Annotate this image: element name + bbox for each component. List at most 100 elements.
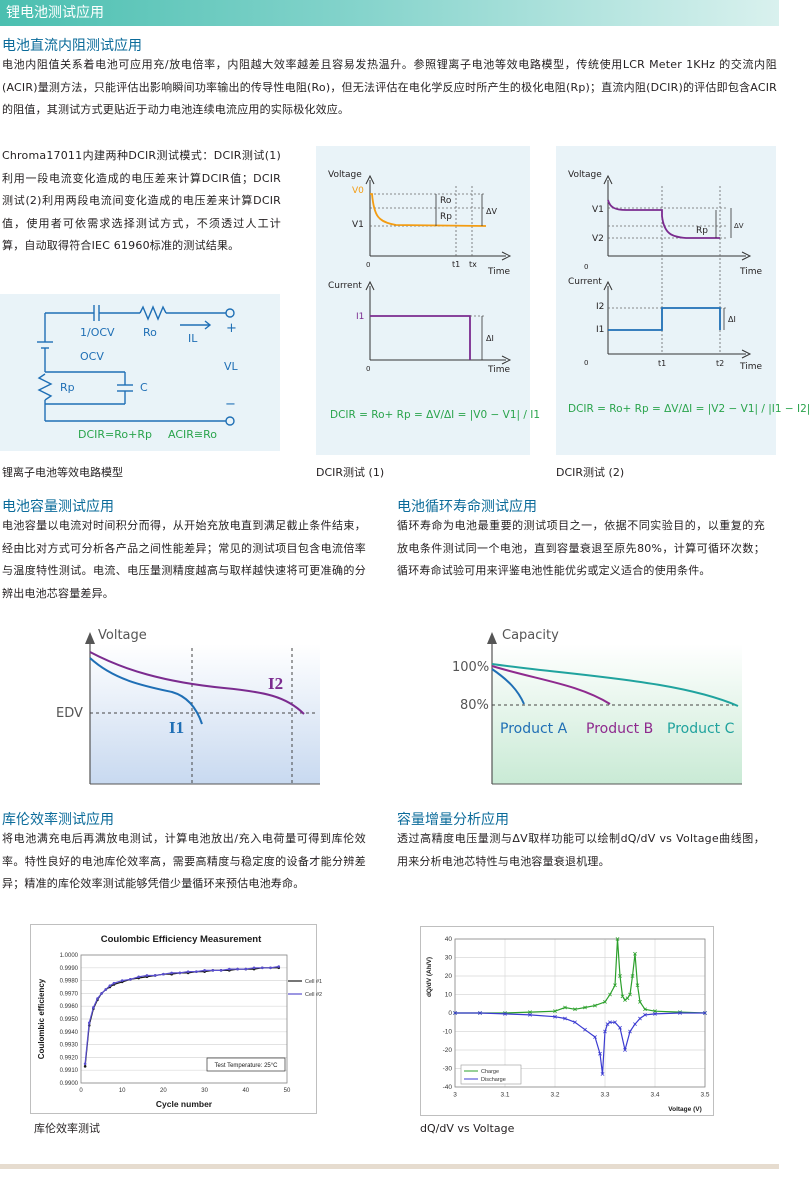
dcir2-v2-label: V2 — [592, 234, 604, 244]
y-tick-label: 0.9900 — [60, 1081, 79, 1087]
dcir1-zero-i: 0 — [366, 365, 371, 373]
data-point — [129, 978, 132, 981]
dcir1-current-label: Current — [328, 281, 362, 291]
data-point — [618, 974, 622, 978]
annotation-box — [206, 1057, 286, 1072]
dcir1-time-label-1: Time — [488, 267, 511, 277]
data-point — [108, 984, 112, 988]
data-point — [593, 1003, 597, 1008]
y-tick-label: 0 — [448, 1010, 452, 1017]
x-tick-label: 10 — [119, 1088, 126, 1094]
y-tick-label: -20 — [443, 1047, 453, 1054]
cycle-ylabel: Capacity — [502, 628, 559, 643]
circuit-svg — [37, 305, 235, 426]
data-point — [503, 1012, 507, 1016]
data-point — [236, 967, 239, 971]
legend-label: Cell #1 — [305, 979, 322, 985]
x-tick-label: 3.4 — [650, 1092, 659, 1099]
y-tick-label: 0.9960 — [60, 1004, 79, 1010]
data-point — [628, 1029, 632, 1034]
capacity-ylabel: Voltage — [98, 628, 147, 643]
data-point — [623, 998, 627, 1002]
data-point — [643, 1012, 647, 1017]
banner-title: 锂电池测试应用 — [6, 5, 104, 21]
capacity-paragraph: 电池容量以电流对时间积分而得，从开始充放电直到满足截止条件结束，经由比对方式可分… — [2, 519, 366, 600]
data-point — [608, 992, 612, 997]
data-point — [83, 1065, 87, 1068]
x-tick-label: 3 — [453, 1092, 457, 1099]
data-point — [630, 974, 635, 978]
y-tick-label: -30 — [443, 1066, 453, 1073]
dcir2-svg — [603, 174, 752, 359]
data-point — [623, 1048, 627, 1052]
data-point — [643, 1007, 647, 1012]
y-tick-label: -10 — [443, 1029, 453, 1036]
data-point — [137, 975, 140, 979]
label-il: IL — [188, 332, 198, 345]
data-point — [178, 971, 182, 975]
data-point — [618, 1025, 622, 1030]
dcir1-tx-label: tx — [469, 260, 477, 269]
y-tick-label: 0.9940 — [60, 1030, 79, 1036]
capacity-chart: Voltage EDV I1 I2 — [54, 624, 324, 785]
data-point — [260, 966, 264, 970]
dcir2-voltage-label: Voltage — [568, 170, 602, 180]
data-point — [638, 1000, 642, 1004]
x-axis-label: Voltage (V) — [668, 1106, 701, 1113]
y-tick-label: 0.9980 — [60, 979, 79, 985]
label-plus: + — [226, 321, 237, 336]
dcir1-diagram: Voltage V0 V1 Ro Rp ΔV 0 t1 tx Time Curr… — [316, 146, 540, 455]
dcir1-voltage-label: Voltage — [328, 170, 362, 180]
dcir2-i1-label: I1 — [596, 325, 605, 335]
chroma-paragraph: Chroma17011内建两种DCIR测试模式：DCIR测试(1)利用一段电流变… — [2, 149, 281, 252]
dcir1-t1-label: t1 — [452, 260, 461, 269]
data-point — [598, 1051, 602, 1056]
data-point — [638, 1016, 642, 1021]
cycle-section-title: 电池循环寿命测试应用 — [397, 499, 537, 515]
y-tick-label: 0.9990 — [60, 966, 79, 972]
dcir2-zero-v: 0 — [584, 263, 589, 271]
x-tick-label: 40 — [242, 1088, 249, 1094]
data-point — [608, 1020, 612, 1025]
data-point — [703, 1011, 707, 1015]
dcir2-current-label: Current — [568, 277, 602, 287]
dcir-section-title: 电池直流内阻测试应用 — [2, 38, 142, 54]
capacity-i2-curve — [89, 651, 305, 715]
dqdv-caption: dQ/dV vs Voltage — [420, 1122, 515, 1135]
data-point — [633, 951, 637, 956]
data-point — [528, 1010, 532, 1014]
dcir1-rp-label: Rp — [440, 212, 452, 222]
y-tick-label: -40 — [443, 1084, 453, 1091]
data-point — [613, 1020, 617, 1025]
dcir1-zero-v: 0 — [366, 261, 371, 269]
capacity-svg — [85, 632, 320, 785]
data-point — [269, 966, 272, 970]
data-point — [573, 1020, 577, 1025]
y-tick-label: 10 — [445, 992, 453, 999]
dcir1-time-label-2: Time — [488, 365, 511, 375]
data-point — [120, 979, 124, 982]
x-tick-label: 30 — [201, 1088, 208, 1094]
dcir2-rp-label: Rp — [696, 226, 708, 236]
data-point — [211, 969, 215, 972]
data-point — [100, 992, 103, 995]
data-point — [478, 1011, 482, 1015]
data-point — [583, 1005, 587, 1010]
x-tick-label: 20 — [160, 1088, 167, 1094]
coulombic-svg: Coulombic Efficiency Measurement0.99000.… — [37, 934, 322, 1109]
dqdv-paragraph: 透过高精度电压量测与ΔV取样功能可以绘制dQ/dV vs Voltage曲线图，… — [397, 832, 765, 868]
cycle-product-a-curve — [491, 668, 525, 705]
coulombic-caption: 库伦效率测试 — [34, 1122, 100, 1135]
data-point — [573, 1007, 577, 1012]
x-axis-label: Cycle number — [156, 1099, 213, 1109]
cycle-chart: Capacity 100% 80% Product A Product B Pr… — [448, 624, 748, 785]
dcir2-time-label-2: Time — [740, 362, 763, 372]
data-point — [620, 994, 625, 999]
x-tick-label: 3.1 — [500, 1092, 509, 1099]
dcir-paragraph: 电池内阻值关系着电池可应用充/放电倍率，内阻越大效率越差且容易发热温升。参照锂离… — [2, 58, 777, 116]
x-tick-label: 3.3 — [600, 1092, 609, 1099]
y-tick-label: 30 — [445, 955, 453, 962]
data-point — [195, 970, 198, 973]
